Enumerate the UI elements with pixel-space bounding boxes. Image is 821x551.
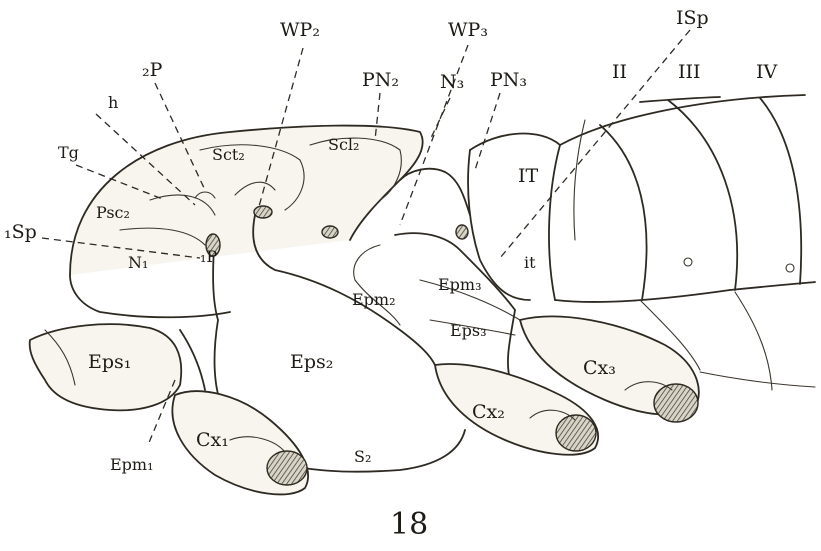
label-pn2: PN₂	[362, 69, 399, 91]
label-seg-iv: IV	[756, 61, 778, 83]
label-seg-iii: III	[678, 61, 701, 83]
label-it-upper: IT	[518, 165, 539, 187]
label-scl2: Scl₂	[328, 135, 359, 154]
label-1p: ₁P	[200, 247, 217, 266]
label-eps2: Eps₂	[290, 351, 333, 373]
label-epm2: Epm₂	[352, 290, 396, 309]
coxae	[172, 316, 698, 494]
label-1sp: ₁Sp	[4, 221, 37, 243]
label-psc2: Psc₂	[96, 203, 130, 222]
label-h: h	[108, 93, 118, 112]
label-wp3: WP₃	[448, 19, 488, 41]
label-cx2: Cx₂	[472, 401, 505, 423]
label-n3: N₃	[440, 71, 464, 93]
label-isp-top: ISp	[676, 7, 709, 29]
label-tg: Tg	[58, 143, 79, 162]
label-epm1: Epm₁	[110, 455, 154, 474]
label-2p: ₂P	[142, 59, 163, 81]
label-s2: S₂	[354, 447, 371, 466]
coxa-1-socket	[267, 451, 307, 485]
label-pn3: PN₃	[490, 69, 527, 91]
label-seg-ii: II	[612, 61, 627, 83]
coxa-3-socket	[654, 384, 698, 422]
figure-number: 18	[390, 507, 428, 542]
labels: WP₂ WP₃ ISp PN₂ N₃ PN₃ II III IV ₂P Tg h…	[4, 7, 778, 542]
label-cx1: Cx₁	[196, 429, 229, 451]
label-n1: N₁	[128, 253, 148, 272]
label-eps3: Eps₃	[450, 321, 487, 340]
label-epm3: Epm₃	[438, 275, 482, 294]
label-eps1: Eps₁	[88, 351, 131, 373]
label-cx3: Cx₃	[583, 357, 616, 379]
coxa-2-socket	[556, 415, 596, 451]
label-sct2: Sct₂	[212, 145, 245, 164]
label-it-lower: it	[524, 253, 536, 272]
label-wp2: WP₂	[280, 19, 320, 41]
